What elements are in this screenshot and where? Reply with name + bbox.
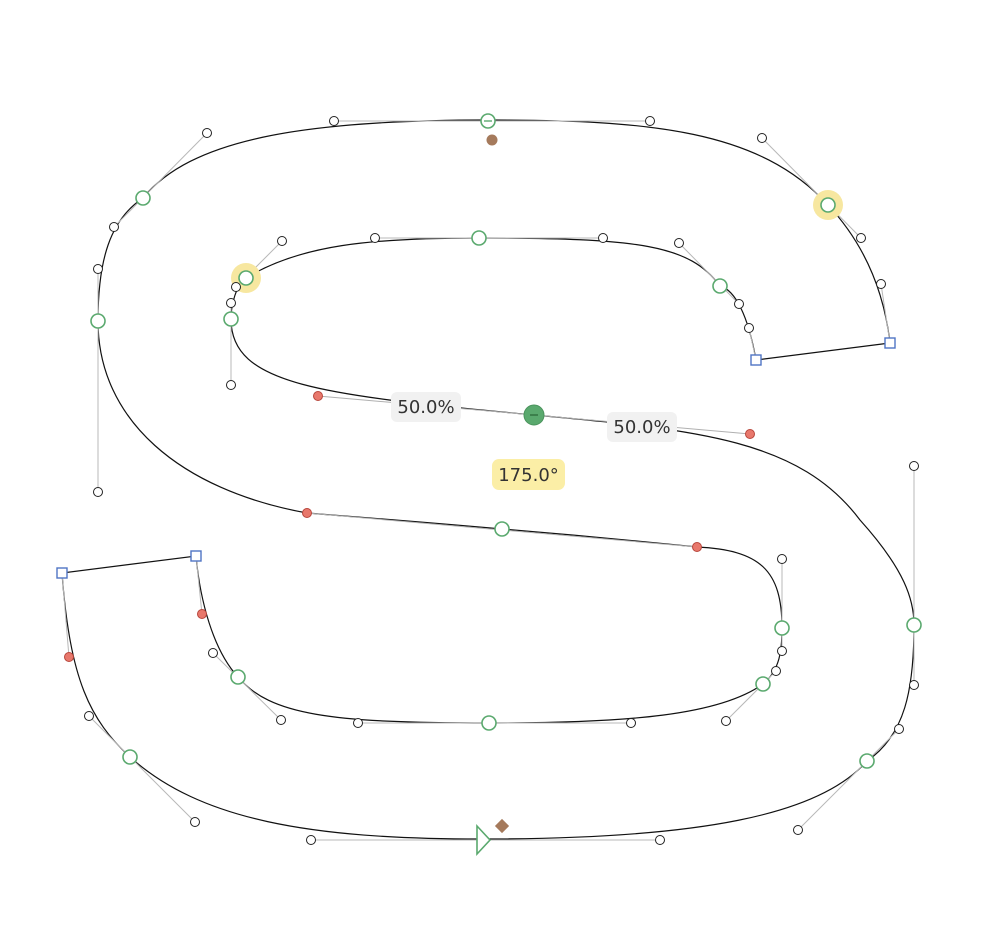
ratio-left-text: 50.0% [397, 397, 454, 418]
anchor-diamond-icon[interactable] [494, 818, 510, 834]
selected-handle-point[interactable] [692, 542, 702, 552]
smooth-nodes[interactable] [90, 113, 922, 769]
smooth-node[interactable] [712, 278, 728, 294]
handle-point[interactable] [276, 715, 286, 725]
smooth-node[interactable] [90, 313, 106, 329]
handle-point[interactable] [856, 233, 866, 243]
handle-point[interactable] [370, 233, 380, 243]
corner-node[interactable] [190, 550, 202, 562]
selected-handle-point[interactable] [302, 508, 312, 518]
handle-point[interactable] [231, 282, 241, 292]
handle-point[interactable] [202, 128, 212, 138]
handle-points[interactable] [84, 116, 919, 845]
handle-point[interactable] [93, 487, 103, 497]
ratio-tooltip-left: 50.0% [391, 392, 461, 422]
handle-point[interactable] [109, 222, 119, 232]
handle-point[interactable] [674, 238, 684, 248]
corner-node[interactable] [56, 567, 68, 579]
handle-point[interactable] [226, 380, 236, 390]
smooth-node[interactable] [859, 753, 875, 769]
handle-point[interactable] [353, 718, 363, 728]
handle-point[interactable] [876, 279, 886, 289]
handle-point[interactable] [894, 724, 904, 734]
glyph-outline[interactable] [61, 119, 915, 840]
start-triangle-icon[interactable] [476, 823, 492, 857]
handle-point[interactable] [84, 711, 94, 721]
smooth-node[interactable] [471, 230, 487, 246]
smooth-node[interactable] [122, 749, 138, 765]
smooth-node[interactable] [755, 676, 771, 692]
handle-point[interactable] [757, 133, 767, 143]
handle-point[interactable] [306, 835, 316, 845]
handle-point[interactable] [909, 461, 919, 471]
selected-handle-point[interactable] [745, 429, 755, 439]
corner-node[interactable] [750, 354, 762, 366]
angle-text: 175.0° [498, 465, 559, 486]
handle-point[interactable] [734, 299, 744, 309]
selected-handle-point[interactable] [197, 609, 207, 619]
selected-handle-point[interactable] [64, 652, 74, 662]
smooth-node[interactable] [494, 521, 510, 537]
handle-point[interactable] [277, 236, 287, 246]
handle-point[interactable] [771, 666, 781, 676]
handle-point[interactable] [744, 323, 754, 333]
selected-handle-point[interactable] [313, 391, 323, 401]
angle-tooltip: 175.0° [492, 459, 565, 490]
handle-point[interactable] [208, 648, 218, 658]
smooth-node[interactable] [481, 715, 497, 731]
smooth-node[interactable] [223, 311, 239, 327]
handle-point[interactable] [626, 718, 636, 728]
smooth-node[interactable] [230, 669, 246, 685]
smooth-node[interactable] [238, 270, 254, 286]
anchor-dot-icon[interactable] [486, 134, 498, 146]
corner-nodes[interactable] [56, 337, 896, 579]
handle-point[interactable] [645, 116, 655, 126]
corner-node[interactable] [884, 337, 896, 349]
selected-handle-points[interactable] [64, 391, 755, 662]
smooth-node[interactable] [906, 617, 922, 633]
handle-point[interactable] [598, 233, 608, 243]
handle-point[interactable] [226, 298, 236, 308]
ratio-tooltip-right: 50.0% [607, 412, 677, 442]
handle-point[interactable] [190, 817, 200, 827]
handle-lines [61, 120, 915, 841]
handle-point[interactable] [777, 554, 787, 564]
smooth-node[interactable] [774, 620, 790, 636]
smooth-node[interactable] [135, 190, 151, 206]
handle-point[interactable] [777, 646, 787, 656]
smooth-node[interactable] [820, 197, 836, 213]
handle-point[interactable] [721, 716, 731, 726]
handle-point[interactable] [793, 825, 803, 835]
ratio-right-text: 50.0% [613, 417, 670, 438]
handle-point[interactable] [909, 680, 919, 690]
handle-point[interactable] [329, 116, 339, 126]
handle-point[interactable] [655, 835, 665, 845]
handle-point[interactable] [93, 264, 103, 274]
